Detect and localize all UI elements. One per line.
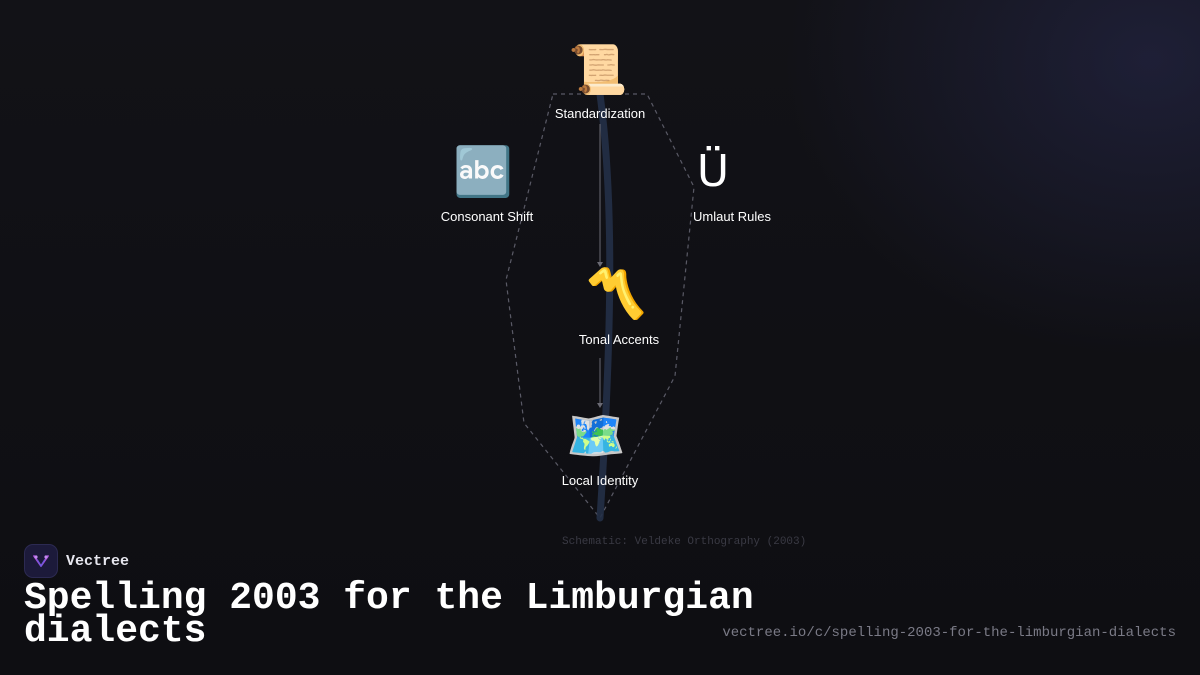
vectree-logo-icon <box>24 544 58 578</box>
diagram-caption: Schematic: Veldeke Orthography (2003) <box>562 536 807 548</box>
diagram-spine <box>596 90 614 522</box>
u-umlaut-icon[interactable]: Ü <box>696 146 730 197</box>
abc-letters-icon[interactable]: 🔤 <box>453 144 513 200</box>
edge-arrowhead <box>597 403 603 408</box>
page-title: Spelling 2003 for the Limburgian dialect… <box>24 577 754 653</box>
page-url[interactable]: vectree.io/c/spelling-2003-for-the-limbu… <box>722 625 1176 641</box>
node-label-umlaut-rules: Umlaut Rules <box>692 209 772 224</box>
node-label-standardization: Standardization <box>554 106 646 121</box>
edge-arrowhead <box>597 262 603 267</box>
world-map-icon[interactable]: 🗺️ <box>566 408 626 464</box>
brand-name: Vectree <box>66 552 130 570</box>
node-label-consonant-shift: Consonant Shift <box>440 209 534 224</box>
part-alternation-mark-icon[interactable]: 〽️ <box>586 266 646 322</box>
node-label-local-identity: Local Identity <box>561 473 639 488</box>
brand[interactable]: Vectree <box>24 544 129 578</box>
scroll-icon[interactable]: 📜 <box>568 42 628 98</box>
node-label-tonal-accents: Tonal Accents <box>578 332 660 347</box>
